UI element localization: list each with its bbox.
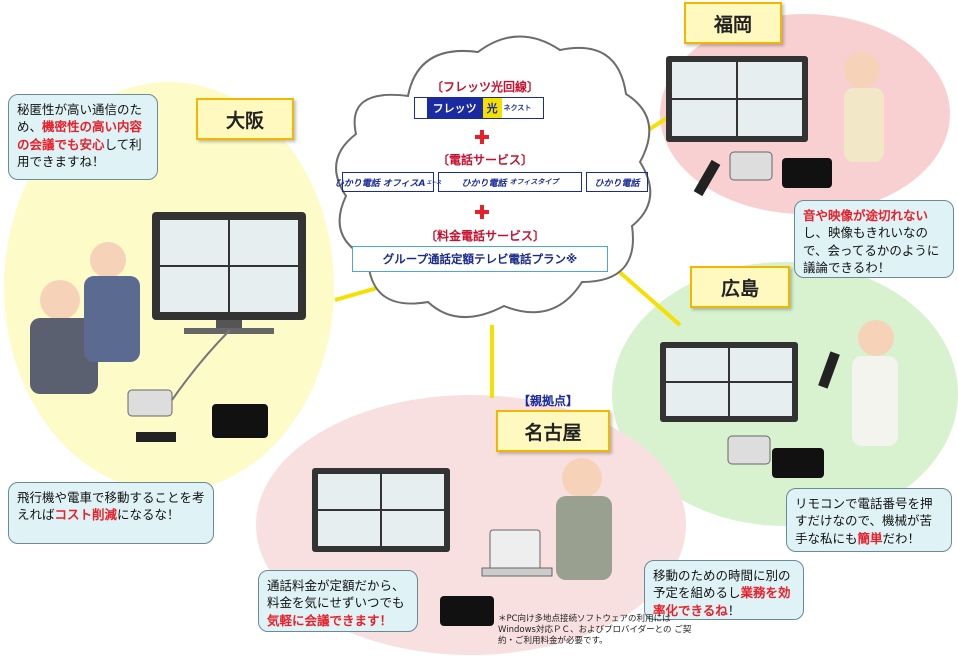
plus-icon-2 <box>475 205 489 219</box>
plus-icon-1 <box>475 130 489 144</box>
bubble-fukuoka-highlight: 音や映像が途切れない <box>803 208 929 223</box>
hiroshima-person-icon <box>858 320 894 356</box>
phone1-logo-a: ひかり電話 <box>334 178 380 189</box>
nagoya-laptop-icon <box>489 529 541 571</box>
bubble-nagoya-efficiency: 移動のための時間に別の予定を組めるし業務を効率化できるね！ <box>644 560 804 620</box>
city-label-fukuoka: 福岡 <box>684 2 782 44</box>
bubble-fukuoka: 音や映像が途切れないし、映像もきれいなので、会ってるかのように議論できるわ！ <box>794 200 954 278</box>
bubble-fukuoka-text: し、映像もきれいなので、会ってるかのように議論できるわ！ <box>803 225 940 275</box>
flets-logo-a: フレッツ <box>426 98 483 118</box>
parent-site-badge: 【親拠点】 <box>518 394 579 408</box>
plan-box: グループ通話定額テレビ電話プラン※ <box>352 246 608 272</box>
nagoya-phone-icon <box>440 596 494 626</box>
section-phone-title: 〔電話サービス〕 <box>436 153 533 167</box>
bubble-osaka-security-text2: して利用できますね！ <box>17 136 142 169</box>
phone1-logo-c: エース <box>426 179 442 186</box>
section-flets-title: 〔フレッツ光回線〕 <box>430 80 539 94</box>
bubble-hiroshima: リモコンで電話番号を押すだけなので、機械が苦手な私にも簡単だわ！ <box>786 488 952 552</box>
section-rate-title: 〔料金電話サービス〕 <box>424 229 545 243</box>
hikari-denwa-logo: ひかり電話 <box>586 172 648 192</box>
bubble-osaka-security-text1: 秘匿性が高い通信のため、 <box>17 102 143 135</box>
flets-hikari-logo: フレッツ 光 ネクスト <box>414 97 544 119</box>
bubble-nagoya-rate-highlight: 気軽に会議できます！ <box>267 612 393 628</box>
bubble-hiroshima-highlight: 簡単 <box>857 530 883 546</box>
bubble-nagoya-efficiency-text2: ！ <box>727 602 741 618</box>
bubble-osaka-security-highlight: 機密性の高い内容の会議でも安心 <box>17 119 143 152</box>
fukuoka-person-icon <box>844 52 880 88</box>
bubble-nagoya-efficiency-text1: 移動のための時間に別の予定を組めるし <box>653 568 791 601</box>
phone1-logo-b: オフィスA <box>382 178 426 189</box>
bubble-nagoya-rate-text: 通話料金が定額だから、料金を気にせずいつでも <box>267 578 405 611</box>
phone2-logo-b: オフィスタイプ <box>509 178 559 186</box>
phone3-logo: ひかり電話 <box>594 178 640 189</box>
bubble-nagoya-rate: 通話料金が定額だから、料金を気にせずいつでも気軽に会議できます！ <box>258 570 418 632</box>
osaka-phone-icon <box>212 404 268 438</box>
footnote: ＊PC向け多地点接続ソフトウェアの利用には Windows対応ＰＣ、およびプロバ… <box>498 614 692 647</box>
osaka-device-icon <box>127 389 173 417</box>
city-label-nagoya: 名古屋 <box>496 410 610 452</box>
flets-logo-b: 光 <box>482 98 502 118</box>
city-label-osaka: 大阪 <box>196 98 294 140</box>
hikari-denwa-office-type-logo: ひかり電話 オフィスタイプ <box>438 172 582 192</box>
bubble-osaka-cost: 飛行機や電車で移動することを考えればコスト削減になるな！ <box>8 482 214 544</box>
phone2-logo-a: ひかり電話 <box>461 178 507 189</box>
bubble-osaka-cost-text2: になるな！ <box>117 507 180 523</box>
osaka-person-icon <box>40 280 80 320</box>
bubble-nagoya-efficiency-highlight: 業務を効率化できるね <box>653 585 791 618</box>
flets-logo-c: ネクスト <box>503 104 532 112</box>
bubble-osaka-cost-highlight: コスト削減 <box>54 507 118 523</box>
bubble-osaka-cost-text1: 飛行機や電車で移動することを考えれば <box>17 490 205 523</box>
bubble-hiroshima-text2: だわ！ <box>882 530 921 546</box>
bubble-osaka-security: 秘匿性が高い通信のため、機密性の高い内容の会議でも安心して利用できますね！ <box>8 94 158 180</box>
hikari-denwa-office-a-logo: ひかり電話 オフィスA エース <box>335 172 441 192</box>
city-label-hiroshima: 広島 <box>690 266 790 308</box>
nagoya-person-icon <box>562 458 602 498</box>
bubble-hiroshima-text1: リモコンで電話番号を押すだけなので、機械が苦手な私にも <box>795 496 933 546</box>
